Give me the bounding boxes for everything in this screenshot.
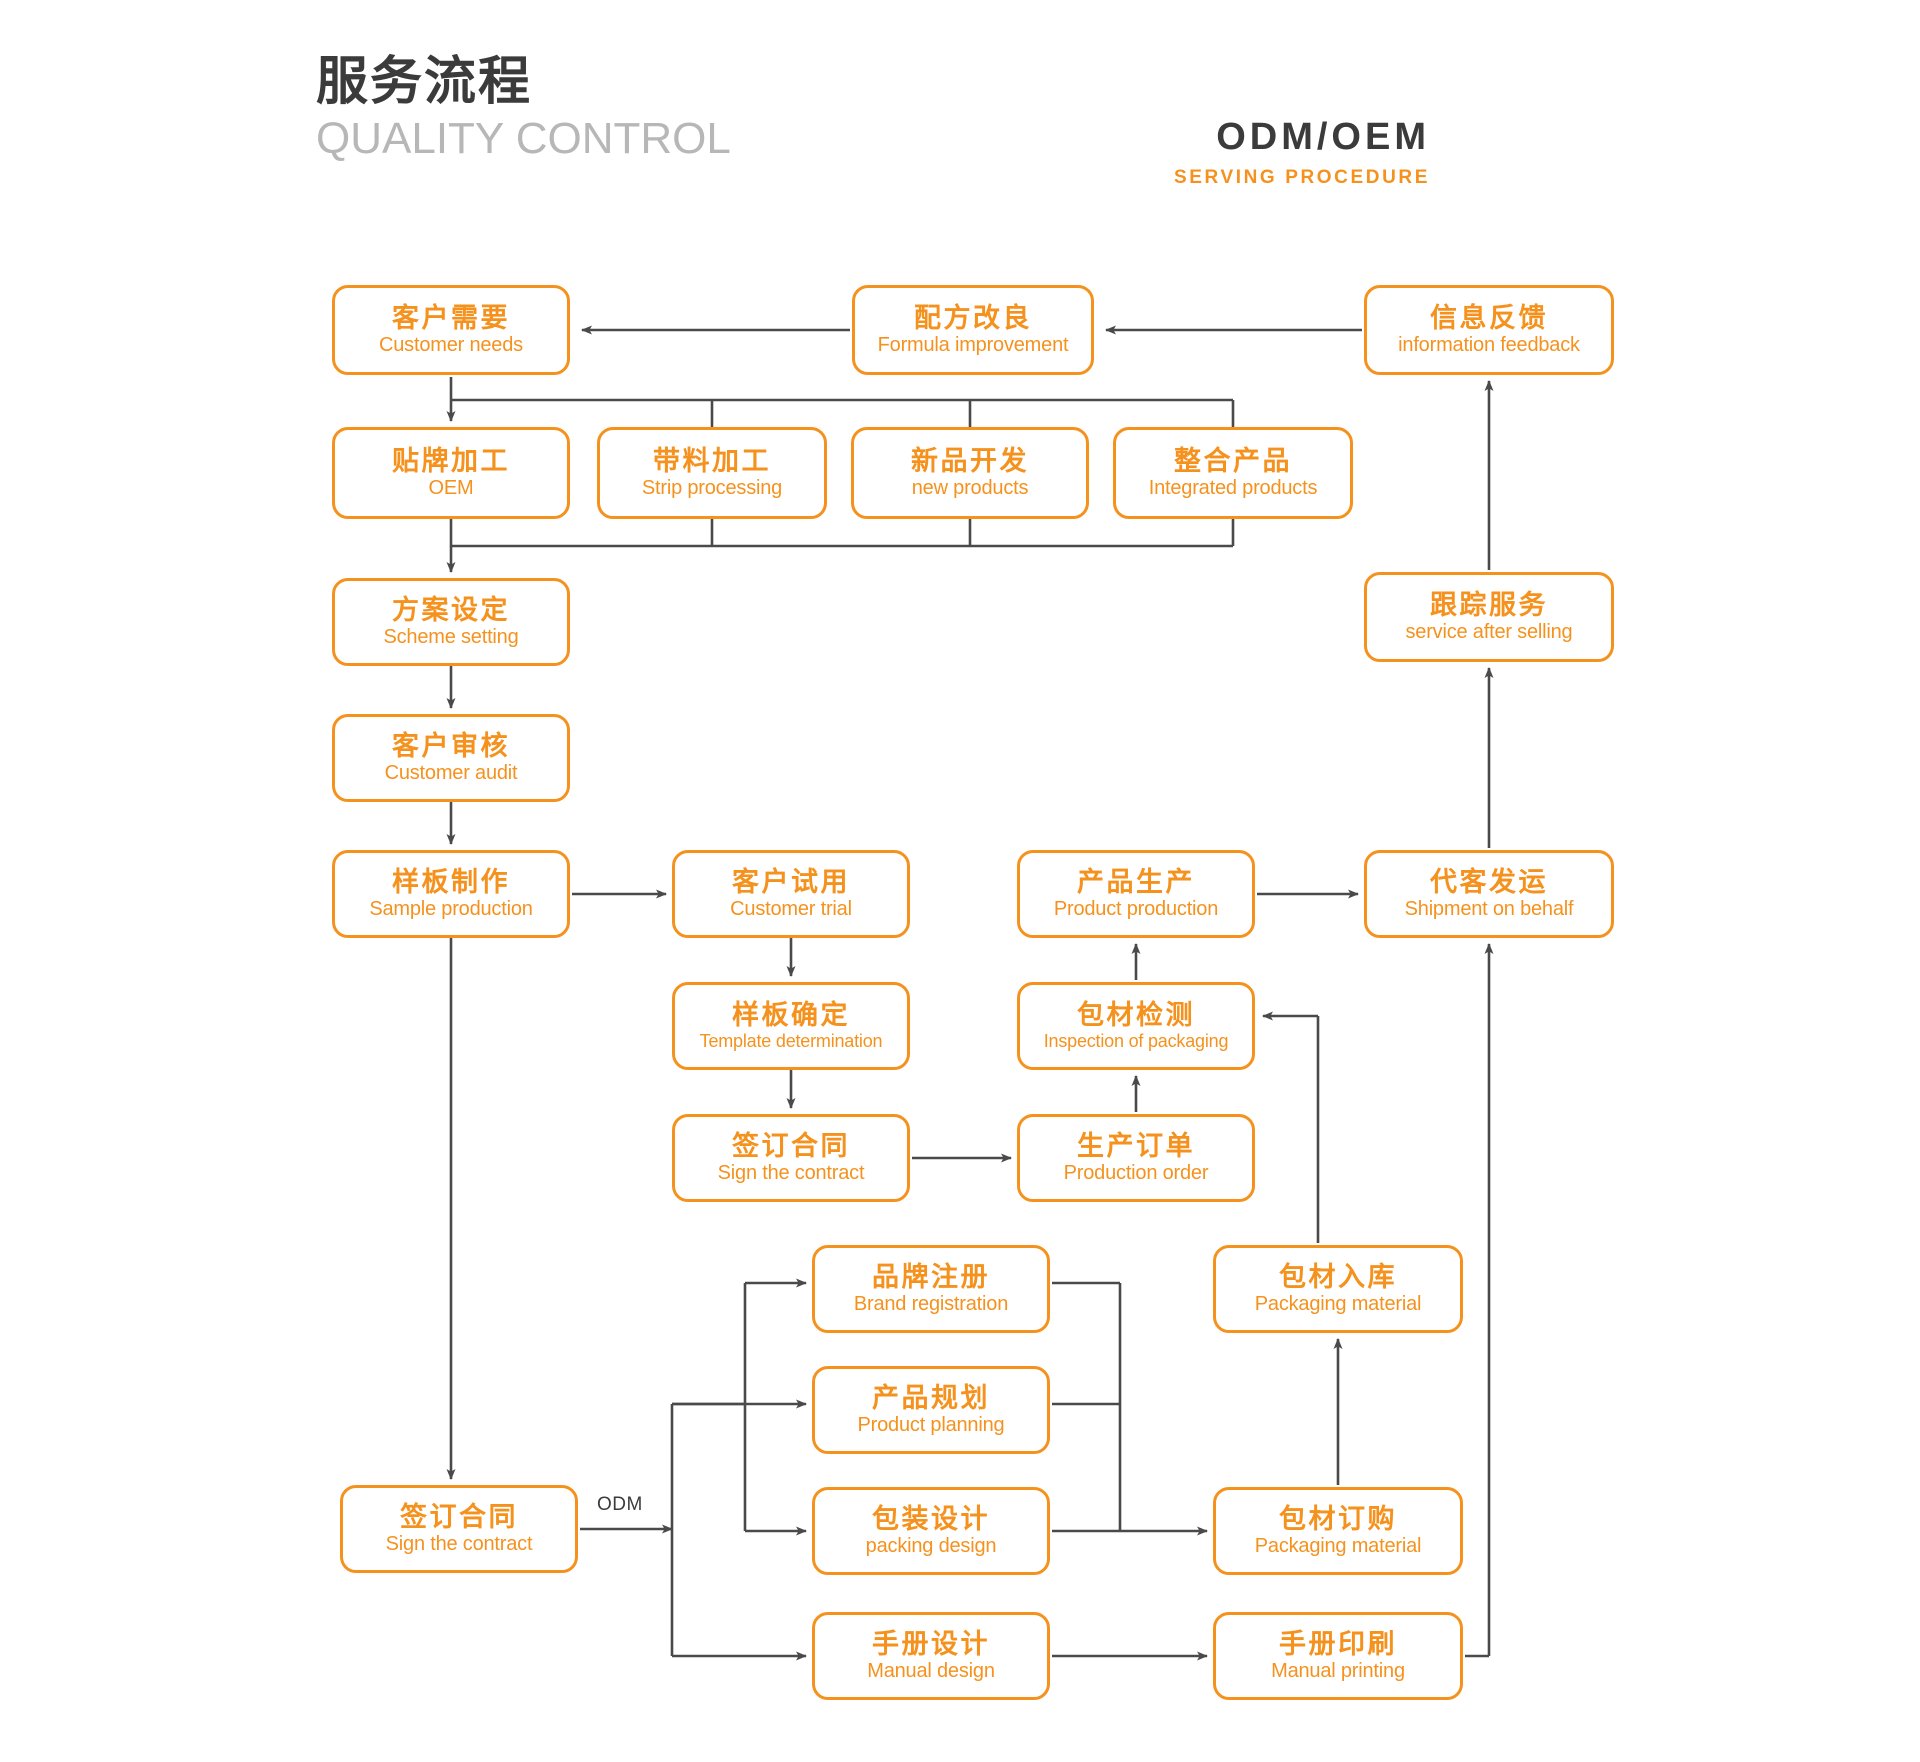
node-title-en: Sign the contract [717,1162,865,1185]
node-customer-needs[interactable]: 客户需要 Customer needs [332,285,570,375]
node-title-cn: 客户试用 [732,866,850,897]
node-title-en: Manual design [867,1660,995,1683]
node-new-products[interactable]: 新品开发 new products [851,427,1089,519]
node-product-production[interactable]: 产品生产 Product production [1017,850,1255,938]
node-brand-registration[interactable]: 品牌注册 Brand registration [812,1245,1050,1333]
node-title-en: Customer audit [384,762,518,785]
node-title-cn: 方案设定 [392,594,510,625]
node-title-cn: 品牌注册 [872,1261,990,1292]
node-title-cn: 样板确定 [732,1000,850,1031]
page-subtitle: QUALITY CONTROL [316,113,731,163]
node-formula-improvement[interactable]: 配方改良 Formula improvement [852,285,1094,375]
node-title-cn: 配方改良 [914,302,1032,333]
node-sample-production[interactable]: 样板制作 Sample production [332,850,570,938]
node-information-feedback[interactable]: 信息反馈 information feedback [1364,285,1614,375]
node-manual-printing[interactable]: 手册印刷 Manual printing [1213,1612,1463,1700]
node-manual-design[interactable]: 手册设计 Manual design [812,1612,1050,1700]
node-oem[interactable]: 贴牌加工 OEM [332,427,570,519]
node-title-en: Formula improvement [877,334,1069,357]
node-title-cn: 生产订单 [1077,1130,1195,1161]
node-title-en: Integrated products [1148,477,1318,500]
node-title-cn: 手册设计 [872,1628,990,1659]
node-title-en: Production order [1063,1162,1209,1185]
node-title-en: packing design [865,1535,997,1558]
node-title-en: Packaging material [1254,1535,1422,1558]
node-title-en: Sign the contract [385,1533,533,1556]
node-packaging-material-in[interactable]: 包材入库 Packaging material [1213,1245,1463,1333]
node-title-cn: 带料加工 [653,445,771,476]
page-title: 服务流程 [316,53,533,111]
node-title-en: Inspection of packaging [1043,1031,1229,1052]
node-title-en: Strip processing [641,477,783,500]
node-title-cn: 产品规划 [872,1382,990,1413]
node-title-en: Product planning [857,1414,1005,1437]
node-title-cn: 信息反馈 [1430,302,1548,333]
node-service-after-selling[interactable]: 跟踪服务 service after selling [1364,572,1614,662]
node-title-en: service after selling [1405,621,1573,644]
node-title-cn: 包材订购 [1279,1503,1397,1534]
node-title-cn: 新品开发 [911,445,1029,476]
node-title-en: Template determination [699,1031,883,1052]
node-title-cn: 贴牌加工 [392,445,510,476]
node-shipment-on-behalf[interactable]: 代客发运 Shipment on behalf [1364,850,1614,938]
node-sign-contract-mid[interactable]: 签订合同 Sign the contract [672,1114,910,1202]
node-scheme-setting[interactable]: 方案设定 Scheme setting [332,578,570,666]
node-title-cn: 代客发运 [1430,866,1548,897]
node-title-en: OEM [428,477,474,500]
node-title-cn: 手册印刷 [1279,1628,1397,1659]
header-left: 服务流程 QUALITY CONTROL [316,55,731,162]
node-title-cn: 样板制作 [392,866,510,897]
node-title-cn: 签订合同 [732,1130,850,1161]
node-title-cn: 签订合同 [400,1501,518,1532]
node-strip-processing[interactable]: 带料加工 Strip processing [597,427,827,519]
node-title-en: information feedback [1398,334,1580,357]
node-title-cn: 客户需要 [392,302,510,333]
node-title-en: Customer trial [730,898,852,921]
node-title-en: Customer needs [379,334,523,357]
node-title-en: Packaging material [1254,1293,1422,1316]
node-inspection-packaging[interactable]: 包材检测 Inspection of packaging [1017,982,1255,1070]
node-packing-design[interactable]: 包装设计 packing design [812,1487,1050,1575]
node-title-cn: 包材入库 [1279,1261,1397,1292]
node-title-cn: 包装设计 [872,1503,990,1534]
node-production-order[interactable]: 生产订单 Production order [1017,1114,1255,1202]
node-title-cn: 包材检测 [1077,1000,1195,1031]
node-title-en: Sample production [369,898,533,921]
node-title-en: Scheme setting [383,626,519,649]
node-packaging-material-buy[interactable]: 包材订购 Packaging material [1213,1487,1463,1575]
node-sign-contract-bottom[interactable]: 签订合同 Sign the contract [340,1485,578,1573]
node-title-cn: 产品生产 [1077,866,1195,897]
node-product-planning[interactable]: 产品规划 Product planning [812,1366,1050,1454]
node-title-cn: 客户审核 [392,730,510,761]
node-title-en: Shipment on behalf [1404,898,1574,921]
node-customer-trial[interactable]: 客户试用 Customer trial [672,850,910,938]
node-customer-audit[interactable]: 客户审核 Customer audit [332,714,570,802]
node-title-en: Product production [1053,898,1219,921]
node-title-en: Brand registration [853,1293,1009,1316]
node-template-determination[interactable]: 样板确定 Template determination [672,982,910,1070]
node-title-cn: 跟踪服务 [1430,589,1548,620]
node-integrated-products[interactable]: 整合产品 Integrated products [1113,427,1353,519]
brand-title: ODM/OEM [1216,116,1430,158]
header-right: ODM/OEM SERVING PROCEDURE [1173,116,1430,188]
node-title-cn: 整合产品 [1174,445,1292,476]
edge-label-odm: ODM [597,1494,643,1515]
node-title-en: Manual printing [1271,1660,1405,1683]
node-title-en: new products [911,477,1029,500]
brand-subtitle: SERVING PROCEDURE [1173,166,1430,188]
